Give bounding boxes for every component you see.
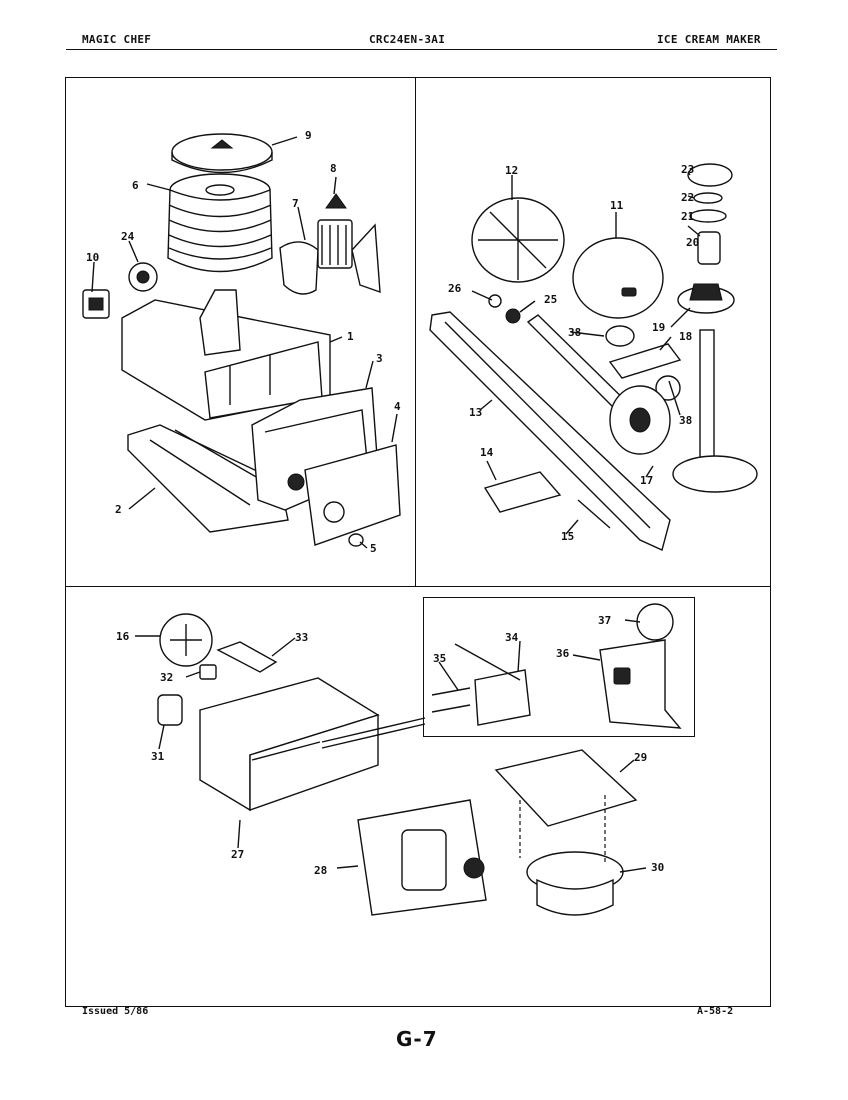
header-model: CRC24EN-3AI [369,33,446,46]
part-13-driver-arm [429,311,671,551]
callout-32: 32 [160,671,173,684]
callout-8: 8 [330,162,337,175]
part-36-bracket [599,639,682,729]
part-34-switch [454,643,531,726]
header-rule [66,49,777,50]
part-20-bushing [697,231,721,265]
callout-11: 11 [610,199,624,212]
part-16-wheel [159,613,213,667]
header-section: ICE CREAM MAKER [657,33,761,46]
part-8-gear-cap [325,193,347,209]
callout-25: 25 [544,293,557,306]
footer-code: A-58-2 [697,1006,734,1017]
part-18-bracket [608,343,682,379]
switch-inset-box [423,597,695,737]
part-31-connector [157,694,183,726]
panel-divider-vertical [415,77,416,586]
callout-33: 33 [295,631,308,644]
callout-29: 29 [634,751,647,764]
page-number: G-7 [396,1027,438,1051]
part-19-gear [677,283,735,314]
part-35-screws [431,687,471,713]
part-37-gear [636,603,674,641]
callout-3: 3 [376,352,383,365]
callout-2: 2 [115,503,122,516]
header-brand: MAGIC CHEF [82,33,152,46]
callout-35: 35 [433,652,446,665]
callout-31: 31 [151,750,165,763]
part-24-knob [128,262,158,292]
part-17-shaft-gear [672,329,758,493]
part-23-cap [687,163,733,187]
callout-27: 27 [231,848,244,861]
part-5-grommet [348,533,364,547]
part-29-plate [494,749,638,827]
part-26-25-bushings [488,294,521,324]
callout-20: 20 [686,236,699,249]
footer-issued: Issued 5/86 [82,1006,149,1017]
callout-36: 36 [556,647,570,660]
part-15-screw [577,499,611,529]
part-10-switch [82,289,110,319]
callout-6: 6 [132,179,139,192]
part-30-motor-housing [519,795,624,916]
part-33-bracket [216,641,278,673]
part-32-clip [199,664,217,680]
part-2-base [127,424,289,533]
callout-10: 10 [86,251,99,264]
callout-14: 14 [480,446,494,459]
part-bevel-gear [609,385,671,455]
callout-12: 12 [505,164,518,177]
part-21-washer [689,209,727,223]
part-14-bracket [483,471,562,513]
callout-9: 9 [305,129,312,142]
callout-5: 5 [370,542,377,555]
callout-13: 13 [469,406,482,419]
callout-7: 7 [292,197,299,210]
callout-38-lower: 38 [679,414,692,427]
diagram-frame [65,77,771,1007]
callout-30: 30 [651,861,664,874]
part-4-panel [304,444,401,546]
part-7-dasher [279,219,381,295]
callout-34: 34 [505,631,519,644]
part-9-lid [171,133,273,174]
callout-16: 16 [116,630,130,643]
part-27-mount-bracket [199,677,380,812]
panel-divider-horizontal [65,586,771,587]
callout-18: 18 [679,330,692,343]
callout-22: 22 [681,191,694,204]
callout-19: 19 [652,321,665,334]
part-28-motor [357,799,487,916]
part-22-ring [693,192,723,204]
callout-15: 15 [561,530,574,543]
callout-21: 21 [681,210,695,223]
callout-37: 37 [598,614,611,627]
part-6-ice-bucket [167,173,273,273]
callout-26: 26 [448,282,462,295]
callout-28: 28 [314,864,327,877]
part-12-wheel [471,197,565,283]
switch-leader-lines [321,717,426,749]
callout-1: 1 [347,330,354,343]
part-38-washers [605,325,681,401]
callout-17: 17 [640,474,653,487]
callout-24: 24 [121,230,135,243]
part-11-gear-housing [572,237,664,319]
callout-23: 23 [681,163,694,176]
callout-38-upper: 38 [568,326,581,339]
callout-4: 4 [394,400,401,413]
